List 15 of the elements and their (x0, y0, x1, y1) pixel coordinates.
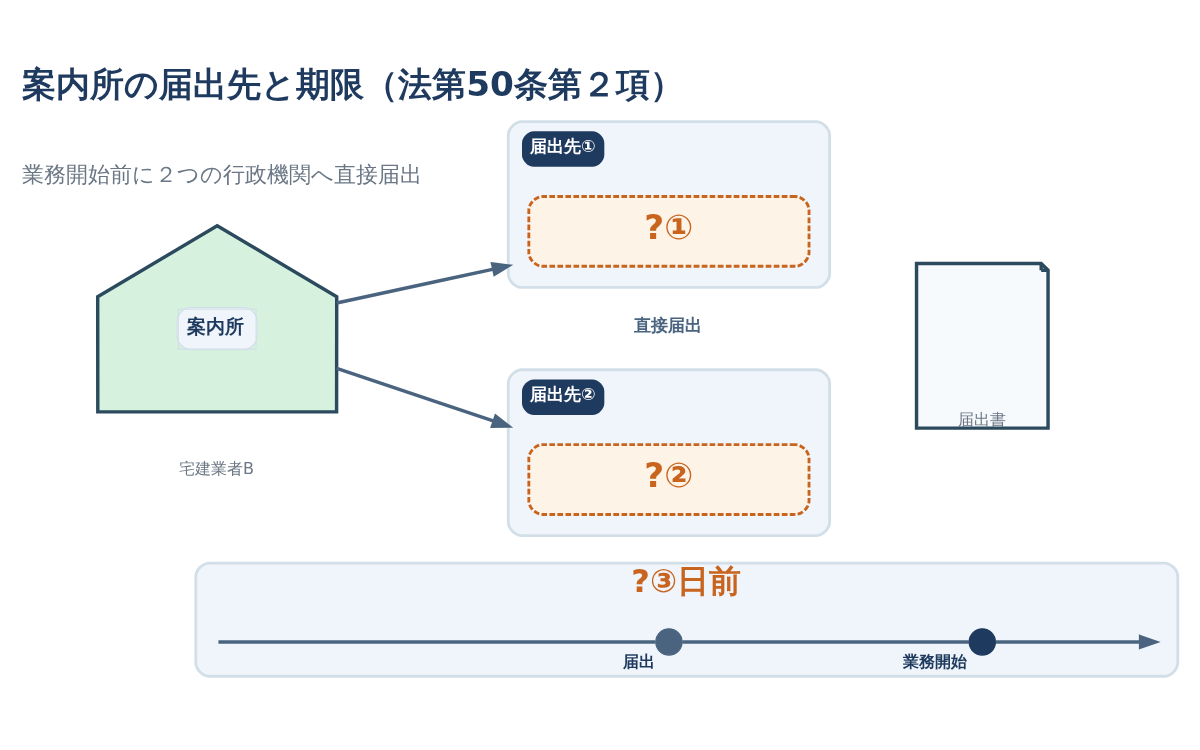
node-label: 届出 (622, 651, 655, 671)
arrow (995, 633, 1161, 650)
node-box: ?② (527, 442, 811, 516)
node-box: ?① (527, 194, 811, 268)
diagram-title: 案内所の届出先と期限（法第50条第２項） (22, 63, 684, 104)
label: 直接届出 (634, 314, 703, 335)
node-circle (968, 627, 997, 656)
node-label: 業務開始 (902, 651, 967, 671)
connector (218, 639, 656, 644)
arrow (336, 366, 514, 428)
node-label: 宅建業者B (178, 458, 254, 478)
label: 業務開始前に２つの行政機関へ直接届出 (22, 161, 423, 187)
node-circle (655, 627, 683, 656)
connector (682, 639, 970, 644)
arrow (336, 261, 514, 305)
